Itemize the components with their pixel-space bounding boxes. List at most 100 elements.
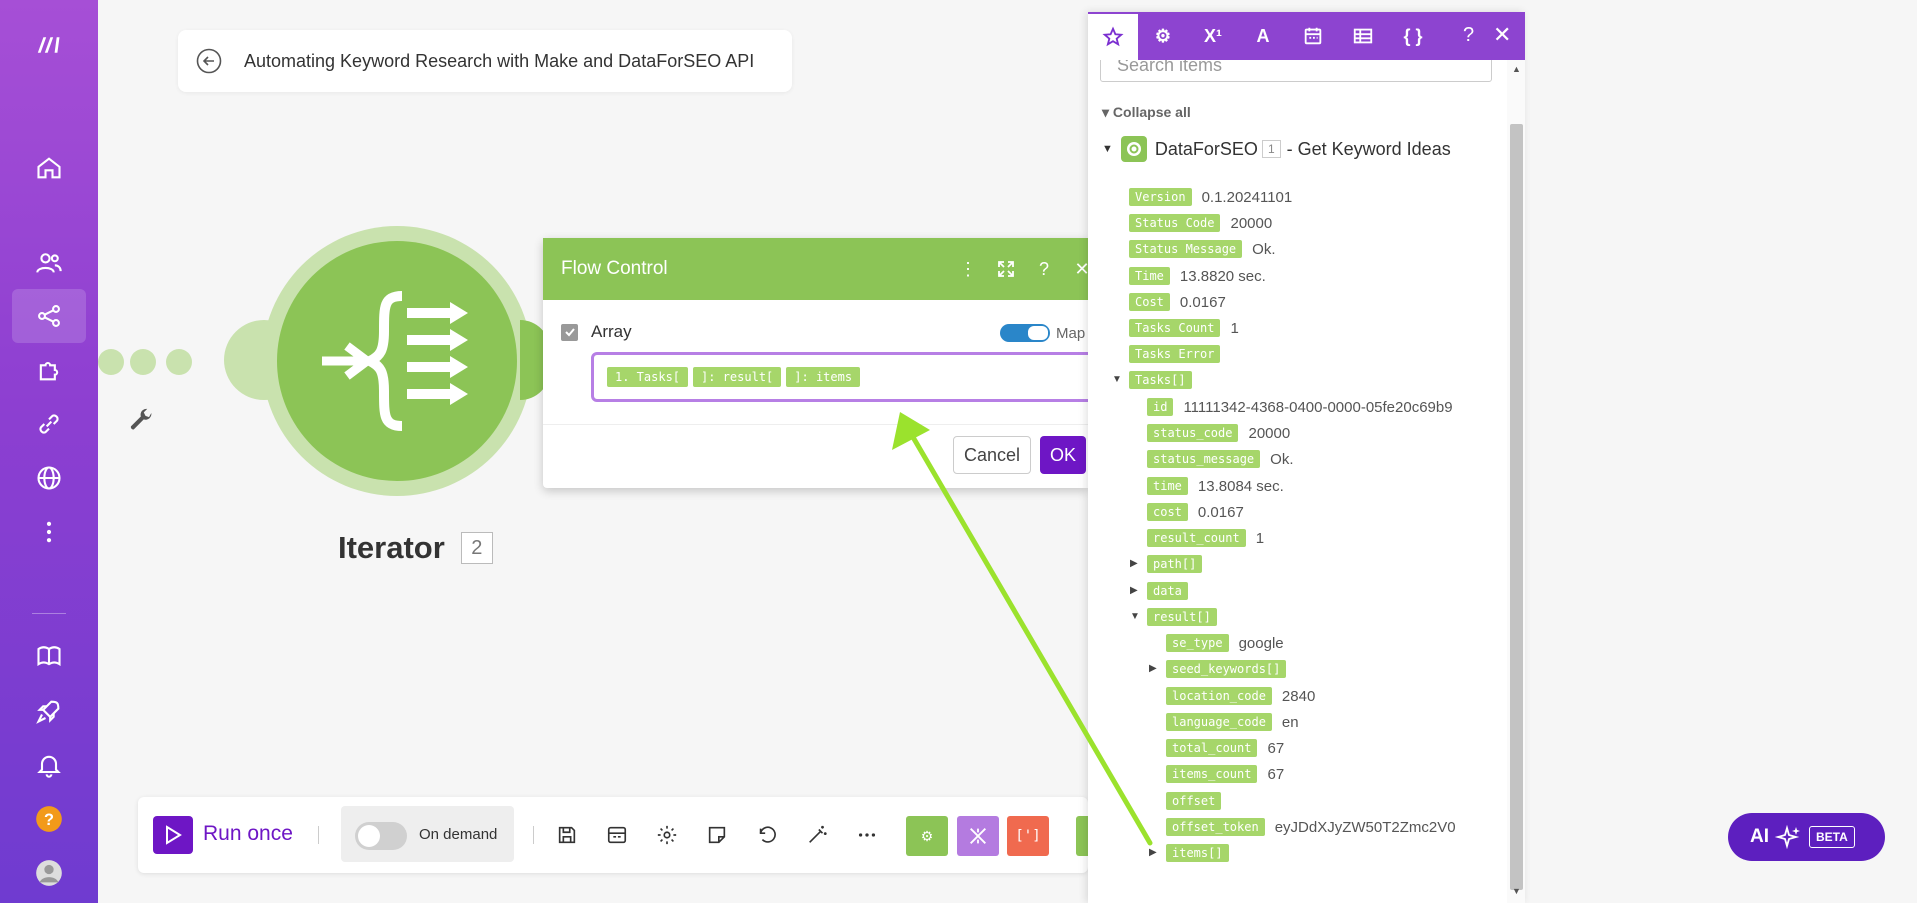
user-avatar-icon[interactable]: [12, 846, 86, 900]
wrench-icon[interactable]: [128, 406, 156, 434]
tools-gear-icon[interactable]: ⚙: [906, 816, 948, 856]
tab-json-braces-icon[interactable]: { }: [1403, 25, 1423, 46]
tree-item[interactable]: seed_keywords[]: [1166, 658, 1296, 680]
ok-button[interactable]: OK: [1040, 436, 1086, 474]
array-checkbox[interactable]: [561, 323, 578, 341]
flow-control-icon[interactable]: [957, 816, 999, 856]
mapping-token[interactable]: ]: items: [786, 367, 861, 387]
tree-item[interactable]: data: [1147, 580, 1198, 602]
tree-item-key[interactable]: items[]: [1166, 844, 1229, 862]
mapping-token[interactable]: ]: result[: [693, 367, 782, 387]
make-logo-icon[interactable]: [12, 18, 86, 72]
tree-item-key[interactable]: Status Message: [1129, 240, 1243, 258]
collapsed-caret-icon[interactable]: ▶: [1149, 663, 1157, 674]
tree-item-key[interactable]: offset: [1166, 792, 1222, 810]
expanded-caret-icon[interactable]: ▼: [1112, 374, 1122, 385]
mapping-token[interactable]: 1. Tasks[: [607, 367, 689, 387]
tree-item-key[interactable]: status_message: [1147, 450, 1261, 468]
panel-help-icon[interactable]: ?: [1463, 24, 1475, 46]
tree-item[interactable]: Tasks Error: [1129, 343, 1230, 365]
scheduling-toggle[interactable]: [355, 822, 407, 850]
help-icon[interactable]: ?: [1038, 258, 1049, 279]
array-mapping-input[interactable]: 1. Tasks[ ]: result[ ]: items: [591, 352, 1101, 402]
tree-item-key[interactable]: cost: [1147, 503, 1188, 521]
panel-close-icon[interactable]: ✕: [1493, 22, 1512, 47]
scroll-up-icon[interactable]: ▲: [1512, 64, 1521, 74]
tree-root-item[interactable]: ▼ DataForSEO 1 - Get Keyword Ideas: [1102, 136, 1451, 162]
scenarios-icon[interactable]: [12, 289, 86, 343]
map-toggle[interactable]: [1000, 324, 1050, 342]
tree-item[interactable]: path[]: [1147, 553, 1212, 575]
tree-item[interactable]: result[]: [1147, 606, 1227, 628]
expanded-caret-icon[interactable]: ▼: [1130, 611, 1140, 622]
webhooks-globe-icon[interactable]: [12, 451, 86, 505]
tree-item-key[interactable]: language_code: [1166, 713, 1272, 731]
more-tools-edge[interactable]: [1076, 816, 1088, 856]
back-arrow-icon[interactable]: [196, 48, 222, 74]
more-horizontal-icon[interactable]: [852, 820, 882, 850]
iterator-module[interactable]: [277, 241, 517, 481]
ai-assistant-button[interactable]: AI BETA: [1728, 813, 1885, 861]
scroll-down-icon[interactable]: ▼: [1512, 886, 1521, 896]
close-icon[interactable]: ✕: [1074, 258, 1090, 279]
collapsed-caret-icon[interactable]: ▶: [1130, 558, 1138, 569]
collapse-all-link[interactable]: ▾ Collapse all: [1102, 104, 1191, 120]
tree-item-key[interactable]: Time: [1129, 267, 1170, 285]
schedule-control[interactable]: On demand: [341, 806, 514, 862]
help-question-icon[interactable]: ?: [12, 792, 86, 846]
tree-item-key[interactable]: items_count: [1166, 765, 1258, 783]
settings-gear-icon[interactable]: [652, 820, 682, 850]
rocket-icon[interactable]: [12, 684, 86, 738]
connections-link-icon[interactable]: [12, 397, 86, 451]
team-icon[interactable]: [12, 236, 86, 290]
tab-math-icon[interactable]: X¹: [1204, 25, 1222, 46]
kebab-menu-icon[interactable]: ⋮: [959, 258, 977, 279]
tree-item-key[interactable]: id: [1147, 398, 1174, 416]
tab-text-icon[interactable]: A: [1256, 25, 1270, 46]
scenario-title[interactable]: Automating Keyword Research with Make an…: [244, 50, 755, 71]
tree-item-key[interactable]: result[]: [1147, 608, 1217, 626]
json-transformer-icon[interactable]: [']: [1007, 816, 1049, 856]
tree-item-key[interactable]: seed_keywords[]: [1166, 660, 1287, 678]
tree-item-key[interactable]: Status Code: [1129, 214, 1221, 232]
scenario-settings-icon[interactable]: [602, 820, 632, 850]
tree-item-key[interactable]: path[]: [1147, 555, 1203, 573]
tab-array-table-icon[interactable]: [1338, 12, 1388, 60]
more-vertical-icon[interactable]: [12, 505, 86, 559]
home-icon[interactable]: [12, 141, 86, 195]
tree-item-key[interactable]: data: [1147, 582, 1188, 600]
docs-book-icon[interactable]: [12, 629, 86, 683]
notifications-bell-icon[interactable]: [12, 738, 86, 792]
tab-general-gear-icon[interactable]: ⚙: [1154, 25, 1172, 46]
tree-item-key[interactable]: Version: [1129, 188, 1192, 206]
collapsed-caret-icon[interactable]: ▶: [1149, 847, 1157, 858]
run-once-button[interactable]: [153, 816, 193, 854]
auto-align-wand-icon[interactable]: [802, 820, 832, 850]
tree-item-key[interactable]: total_count: [1166, 739, 1258, 757]
undo-icon[interactable]: [752, 820, 782, 850]
tree-item[interactable]: Tasks[]: [1129, 369, 1202, 391]
run-once-label[interactable]: Run once: [203, 822, 293, 845]
tree-item-key[interactable]: offset_token: [1166, 818, 1265, 836]
tree-item[interactable]: offset: [1166, 790, 1231, 812]
tree-item-key[interactable]: time: [1147, 477, 1188, 495]
tree-item-key[interactable]: result_count: [1147, 529, 1246, 547]
module-label[interactable]: Iterator 2: [338, 530, 493, 566]
notes-icon[interactable]: [702, 820, 732, 850]
tree-item[interactable]: items[]: [1166, 842, 1239, 864]
